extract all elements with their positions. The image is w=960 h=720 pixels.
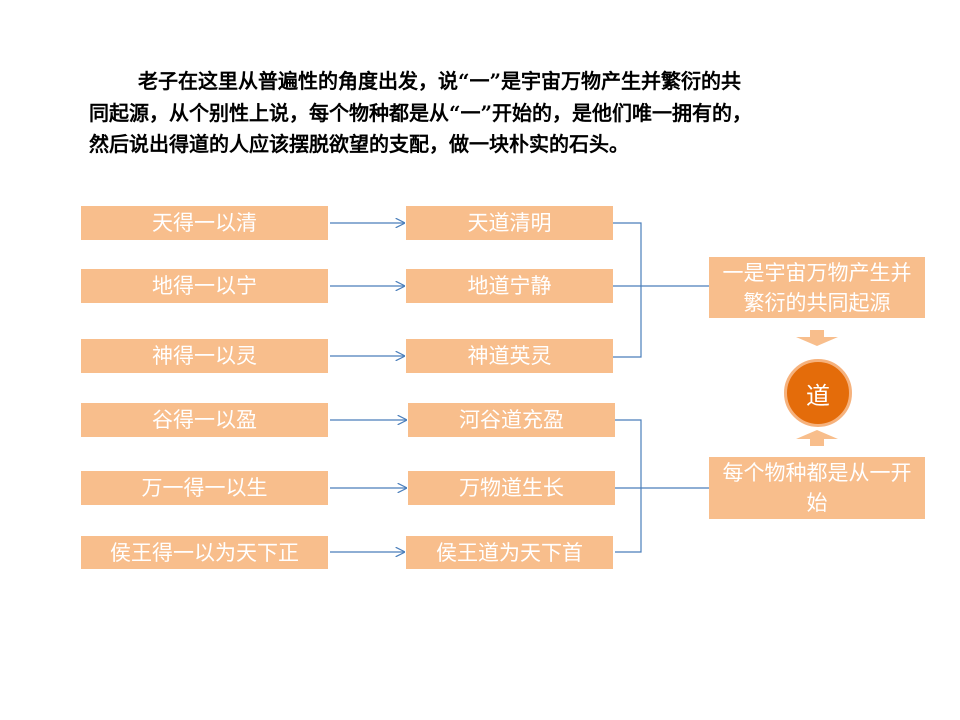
bracket-top [613, 222, 709, 358]
mid-box: 神道英灵 [406, 339, 613, 373]
left-box: 天得一以清 [81, 206, 328, 240]
mid-box: 天道清明 [406, 206, 613, 240]
mid-box: 侯王道为天下首 [406, 536, 613, 569]
down-arrow-icon [796, 330, 838, 346]
left-box: 万一得一以生 [81, 471, 328, 505]
up-arrow-icon [796, 430, 838, 446]
left-box: 地得一以宁 [81, 269, 328, 303]
intro-paragraph: 老子在这里从普遍性的角度出发，说“一”是宇宙万物产生并繁衍的共 同起源，从个别性… [89, 66, 929, 161]
dao-circle: 道 [784, 359, 852, 427]
paragraph-line: 同起源，从个别性上说，每个物种都是从“一”开始的，是他们唯一拥有的， [89, 100, 753, 125]
right-box-species: 每个物种都是从一开始 [709, 457, 925, 519]
bracket-bottom [615, 419, 709, 553]
paragraph-line: 然后说出得道的人应该摆脱欲望的支配，做一块朴实的石头。 [89, 132, 629, 156]
mid-box: 地道宁静 [406, 269, 613, 303]
mid-box: 万物道生长 [408, 471, 615, 505]
mid-box: 河谷道充盈 [408, 403, 615, 437]
paragraph-line: 老子在这里从普遍性的角度出发，说“一”是宇宙万物产生并繁衍的共 [138, 69, 742, 93]
right-box-origin: 一是宇宙万物产生并繁衍的共同起源 [709, 257, 925, 318]
left-box: 侯王得一以为天下正 [81, 536, 328, 569]
left-box: 谷得一以盈 [81, 403, 328, 437]
left-box: 神得一以灵 [81, 339, 328, 373]
